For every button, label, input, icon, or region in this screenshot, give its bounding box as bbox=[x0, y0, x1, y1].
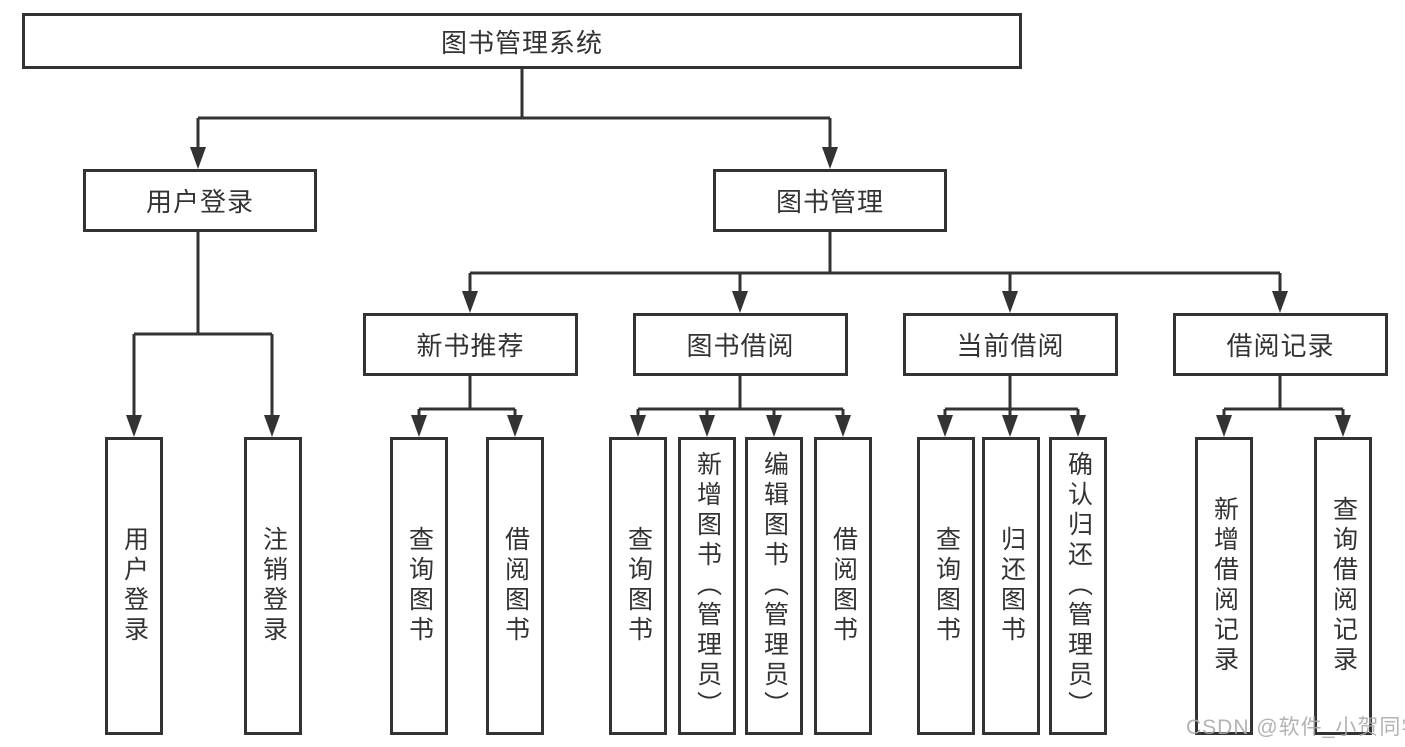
connector-current-borrowing-children bbox=[937, 376, 1086, 437]
node-root: 图书管理系统 bbox=[22, 13, 1022, 69]
leaf-borrow-books-recommend: 借阅图书 bbox=[486, 437, 544, 735]
node-user-login: 用户登录 bbox=[83, 169, 317, 232]
leaf-add-books-admin-label: 新增图书（管理员） bbox=[693, 451, 722, 721]
leaf-confirm-return-admin: 确认归还（管理员） bbox=[1049, 437, 1107, 735]
node-borrowing-records: 借阅记录 bbox=[1173, 313, 1388, 376]
leaf-borrow-books-borrowing-label: 借阅图书 bbox=[829, 526, 858, 646]
leaf-query-borrow-record: 查询借阅记录 bbox=[1314, 437, 1372, 735]
node-current-borrowing: 当前借阅 bbox=[903, 313, 1118, 376]
leaf-query-books-borrowing-label: 查询图书 bbox=[624, 526, 653, 646]
node-new-book-recommend: 新书推荐 bbox=[363, 313, 578, 376]
leaf-query-books-borrowing: 查询图书 bbox=[609, 437, 667, 735]
leaf-return-books-label: 归还图书 bbox=[997, 526, 1026, 646]
connector-root-to-level2 bbox=[190, 69, 838, 169]
leaf-confirm-return-admin-label: 确认归还（管理员） bbox=[1064, 451, 1093, 721]
leaf-query-books-recommend: 查询图书 bbox=[390, 437, 448, 735]
leaf-edit-books-admin-label: 编辑图书（管理员） bbox=[760, 451, 789, 721]
leaf-add-borrow-record-label: 新增借阅记录 bbox=[1210, 496, 1239, 676]
node-book-management: 图书管理 bbox=[713, 169, 947, 232]
leaf-add-borrow-record: 新增借阅记录 bbox=[1195, 437, 1253, 735]
connector-new-book-recommend-children bbox=[411, 376, 523, 437]
leaf-borrow-books-recommend-label: 借阅图书 bbox=[501, 526, 530, 646]
leaf-return-books: 归还图书 bbox=[982, 437, 1040, 735]
node-book-borrowing: 图书借阅 bbox=[633, 313, 848, 376]
leaf-edit-books-admin: 编辑图书（管理员） bbox=[745, 437, 803, 735]
leaf-add-books-admin: 新增图书（管理员） bbox=[678, 437, 736, 735]
leaf-logout-label: 注销登录 bbox=[259, 526, 288, 646]
connector-book-management-to-level3 bbox=[462, 232, 1288, 313]
leaf-user-login-label: 用户登录 bbox=[120, 526, 149, 646]
watermark: CSDN @软件_小贺同学 bbox=[1186, 716, 1405, 739]
leaf-logout: 注销登录 bbox=[244, 437, 302, 735]
leaf-query-books-recommend-label: 查询图书 bbox=[405, 526, 434, 646]
leaf-user-login: 用户登录 bbox=[105, 437, 163, 735]
connector-book-borrowing-children bbox=[630, 376, 851, 437]
leaf-borrow-books-borrowing: 借阅图书 bbox=[814, 437, 872, 735]
leaf-query-borrow-record-label: 查询借阅记录 bbox=[1329, 496, 1358, 676]
connector-user-login-children bbox=[126, 232, 280, 437]
connector-borrowing-records-children bbox=[1216, 376, 1351, 437]
leaf-query-books-current-label: 查询图书 bbox=[932, 526, 961, 646]
leaf-query-books-current: 查询图书 bbox=[917, 437, 975, 735]
